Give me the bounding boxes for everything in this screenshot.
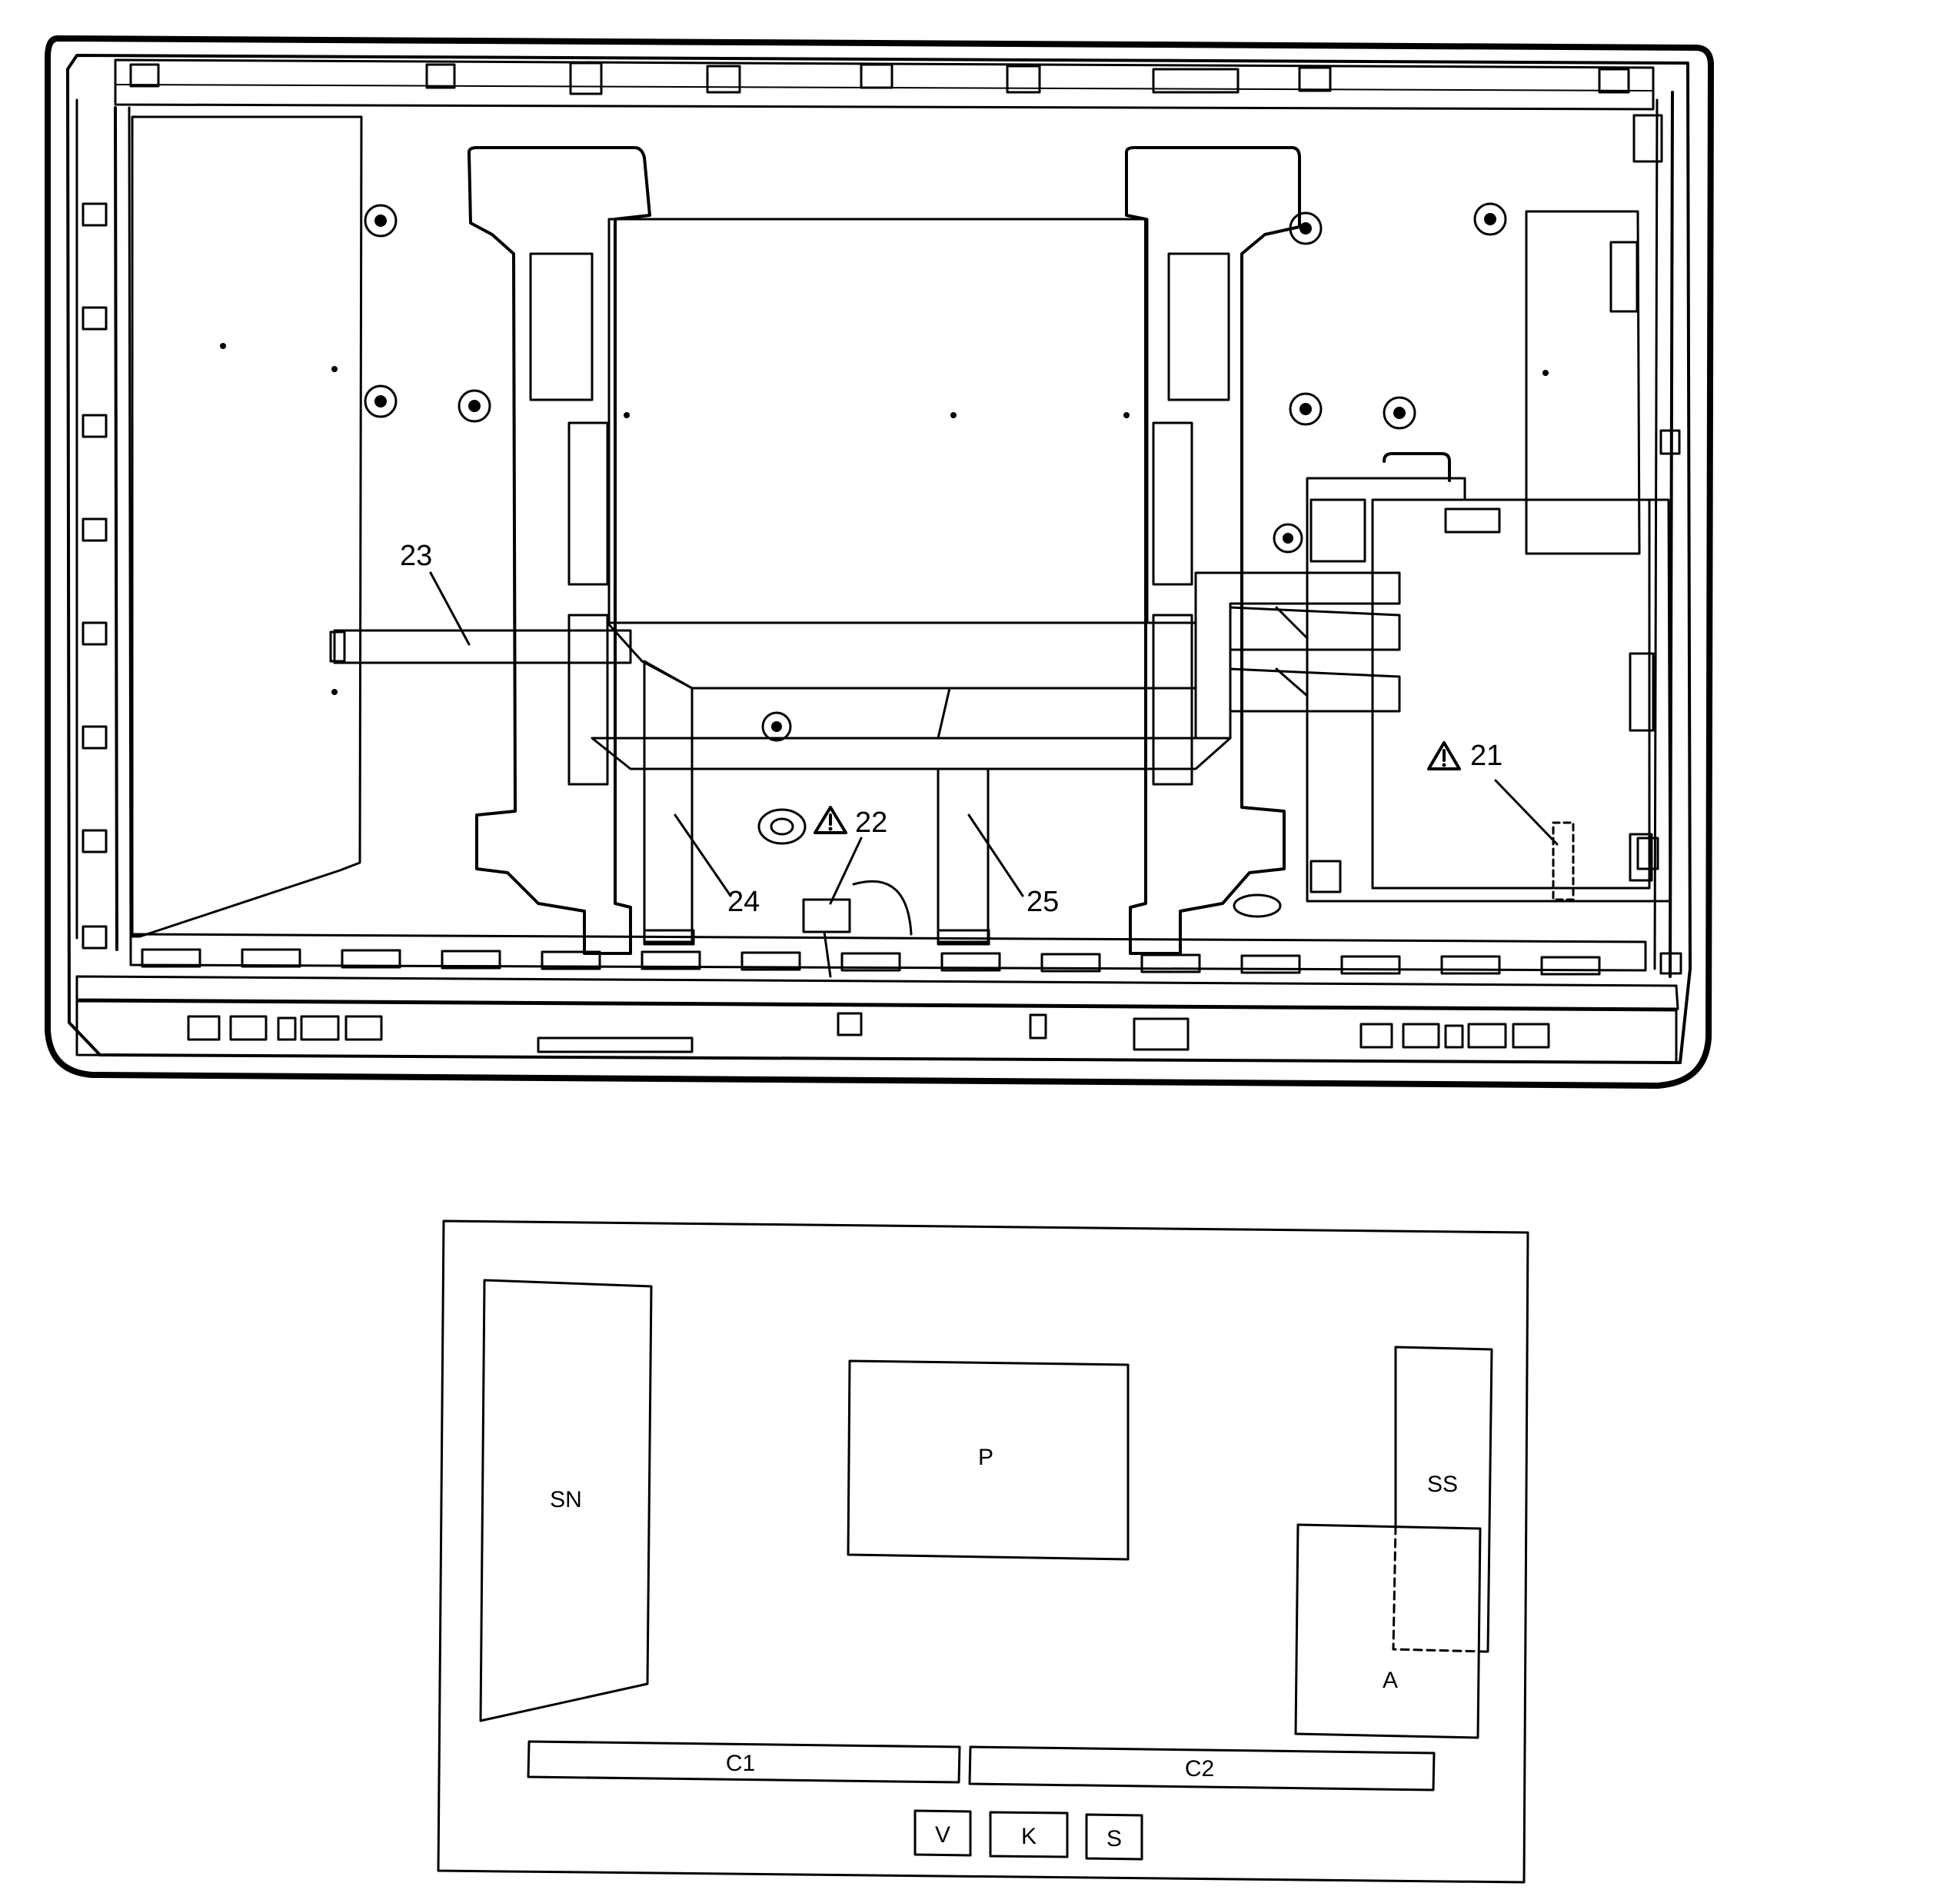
mounting-bosses: [220, 202, 1549, 918]
leader-24: [674, 813, 732, 897]
warning-triangle-icon: [814, 806, 847, 834]
map-label-v: V: [935, 1822, 950, 1848]
map-label-p: P: [978, 1445, 993, 1470]
leader-21: [1494, 779, 1559, 846]
leader-25: [967, 813, 1024, 897]
callout-25: 25: [1027, 886, 1059, 918]
map-board-p: [847, 1359, 1130, 1561]
chassis-outer-frame: [45, 35, 1714, 1089]
callout-22: 22: [855, 807, 887, 839]
map-board-a: [1294, 1523, 1482, 1739]
callout-23: 23: [400, 540, 432, 572]
map-label-c1: C1: [726, 1751, 755, 1776]
chassis-inner-frame: [66, 54, 1692, 1064]
chassis-rear-view: 23 24 22 25 21: [45, 35, 1714, 1089]
callout-21: 21: [1470, 740, 1502, 772]
map-board-c1: [527, 1740, 961, 1784]
sn-board-outline: [131, 115, 363, 938]
warning-triangle-icon: [1427, 741, 1461, 770]
map-board-v: [913, 1809, 972, 1857]
stand-bracket-right: [1125, 146, 1301, 955]
map-label-c2: C2: [1185, 1756, 1214, 1782]
board-location-map: SN P SS A C1 C2 V K S: [437, 1219, 1529, 1884]
map-label-s: S: [1106, 1826, 1122, 1851]
left-side-rail: [75, 98, 132, 951]
bottom-rail: [75, 880, 1679, 1064]
map-frame: [437, 1219, 1529, 1884]
leader-23: [429, 571, 471, 646]
map-board-k: [989, 1811, 1069, 1858]
map-board-ss: [1394, 1346, 1493, 1653]
p-board-outline: [607, 218, 1149, 624]
ss-board-outline: [1525, 210, 1641, 555]
a-board-outline: [1306, 477, 1672, 903]
map-board-s: [1085, 1813, 1143, 1861]
map-label-sn: SN: [550, 1487, 582, 1512]
callout-24: 24: [727, 886, 760, 918]
map-board-sn: [479, 1279, 653, 1722]
map-board-c2: [968, 1745, 1436, 1792]
map-label-k: K: [1021, 1824, 1037, 1849]
leader-22: [829, 837, 863, 905]
right-side-rail: [1632, 91, 1682, 978]
map-label-a: A: [1383, 1668, 1398, 1693]
map-label-ss: SS: [1427, 1472, 1458, 1497]
top-rail: [114, 58, 1655, 111]
flat-cables: [329, 571, 1401, 946]
stand-bracket-left: [468, 146, 651, 955]
